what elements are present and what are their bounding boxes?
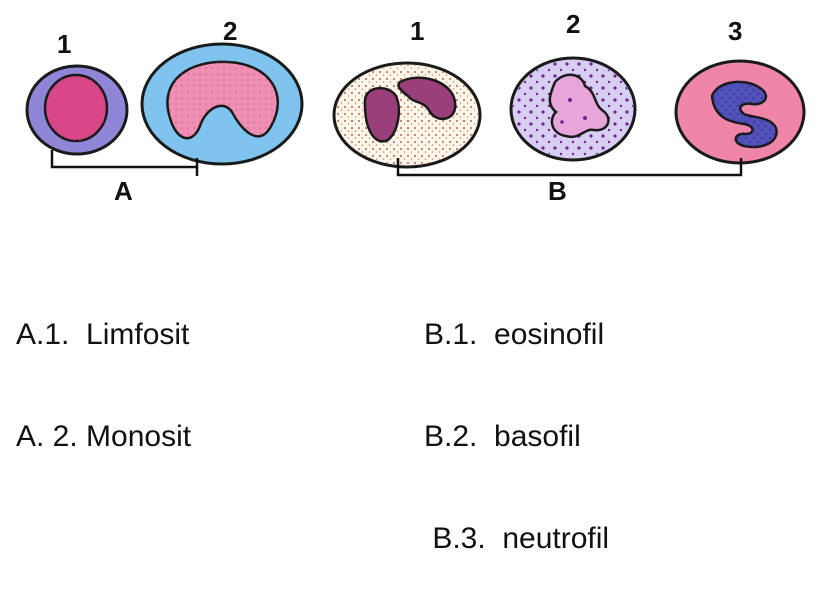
lymphocyte-cell xyxy=(27,66,127,154)
legend-group-a: A.1. Limfosit A. 2. Monosit xyxy=(16,250,191,488)
legend-a1: A.1. Limfosit xyxy=(16,318,191,352)
b-cell1-number: 1 xyxy=(410,16,424,46)
wbc-diagram: 1 2 1 2 3 A xyxy=(0,0,819,343)
group-a-label: A xyxy=(114,176,133,206)
basophil-cell xyxy=(511,58,635,160)
legend-b2: B.2. basofil xyxy=(424,420,609,454)
a-cell2-number: 2 xyxy=(223,16,237,46)
a-cell1-number: 1 xyxy=(57,29,71,59)
legend-b3: B.3. neutrofil xyxy=(424,522,609,556)
group-b-label: B xyxy=(548,176,567,206)
neutrophil-cell xyxy=(676,61,804,163)
eosinophil-cell xyxy=(334,63,480,167)
b-cell3-number: 3 xyxy=(728,16,742,46)
monocyte-cell xyxy=(142,44,302,164)
legend-b1: B.1. eosinofil xyxy=(424,318,609,352)
legend-a2: A. 2. Monosit xyxy=(16,420,191,454)
b-cell2-number: 2 xyxy=(566,9,580,39)
legend-group-b: B.1. eosinofil B.2. basofil B.3. neutrof… xyxy=(424,250,609,590)
